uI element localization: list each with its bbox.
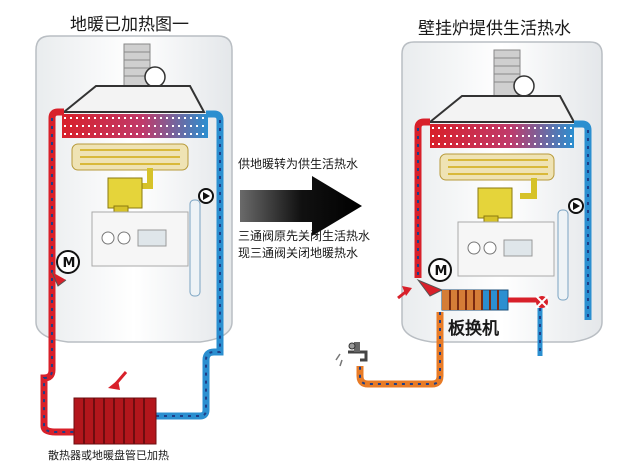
fan-motor [513,75,535,97]
radiator [73,397,157,445]
radiator-caption: 散热器或地暖盘管已加热 [48,449,169,462]
heat-exchanger-label: 板换机 [448,319,499,339]
flue-hood [427,95,576,123]
left-boiler: M [35,35,233,445]
motor-letter: M [63,256,76,271]
flue-hood [61,85,206,113]
main-heat-exchanger [430,124,574,148]
transition-arrow [240,176,362,236]
left-diagram-title: 地暖已加热图一 [70,15,189,35]
faucet-icon [335,342,368,367]
main-heat-exchanger [62,114,208,138]
plate-heat-exchanger [441,289,509,311]
gas-valve [477,187,513,219]
expansion-vessel [189,199,201,297]
diverter-valve-motor [428,258,452,282]
transition-note-2: 三通阀原先关闭生活热水 [238,229,371,243]
right-diagram-title: 壁挂炉提供生活热水 [418,19,571,39]
transition-note-3: 现三通阀关闭地暖热水 [238,246,359,260]
expansion-vessel [557,209,569,301]
motor-letter: M [435,264,448,279]
diverter-valve-motor [56,250,80,274]
fan-motor [144,66,166,88]
right-boiler: M [335,41,603,388]
transition-note-1: 供地暖转为供生活热水 [238,157,359,171]
gas-valve [107,177,143,209]
